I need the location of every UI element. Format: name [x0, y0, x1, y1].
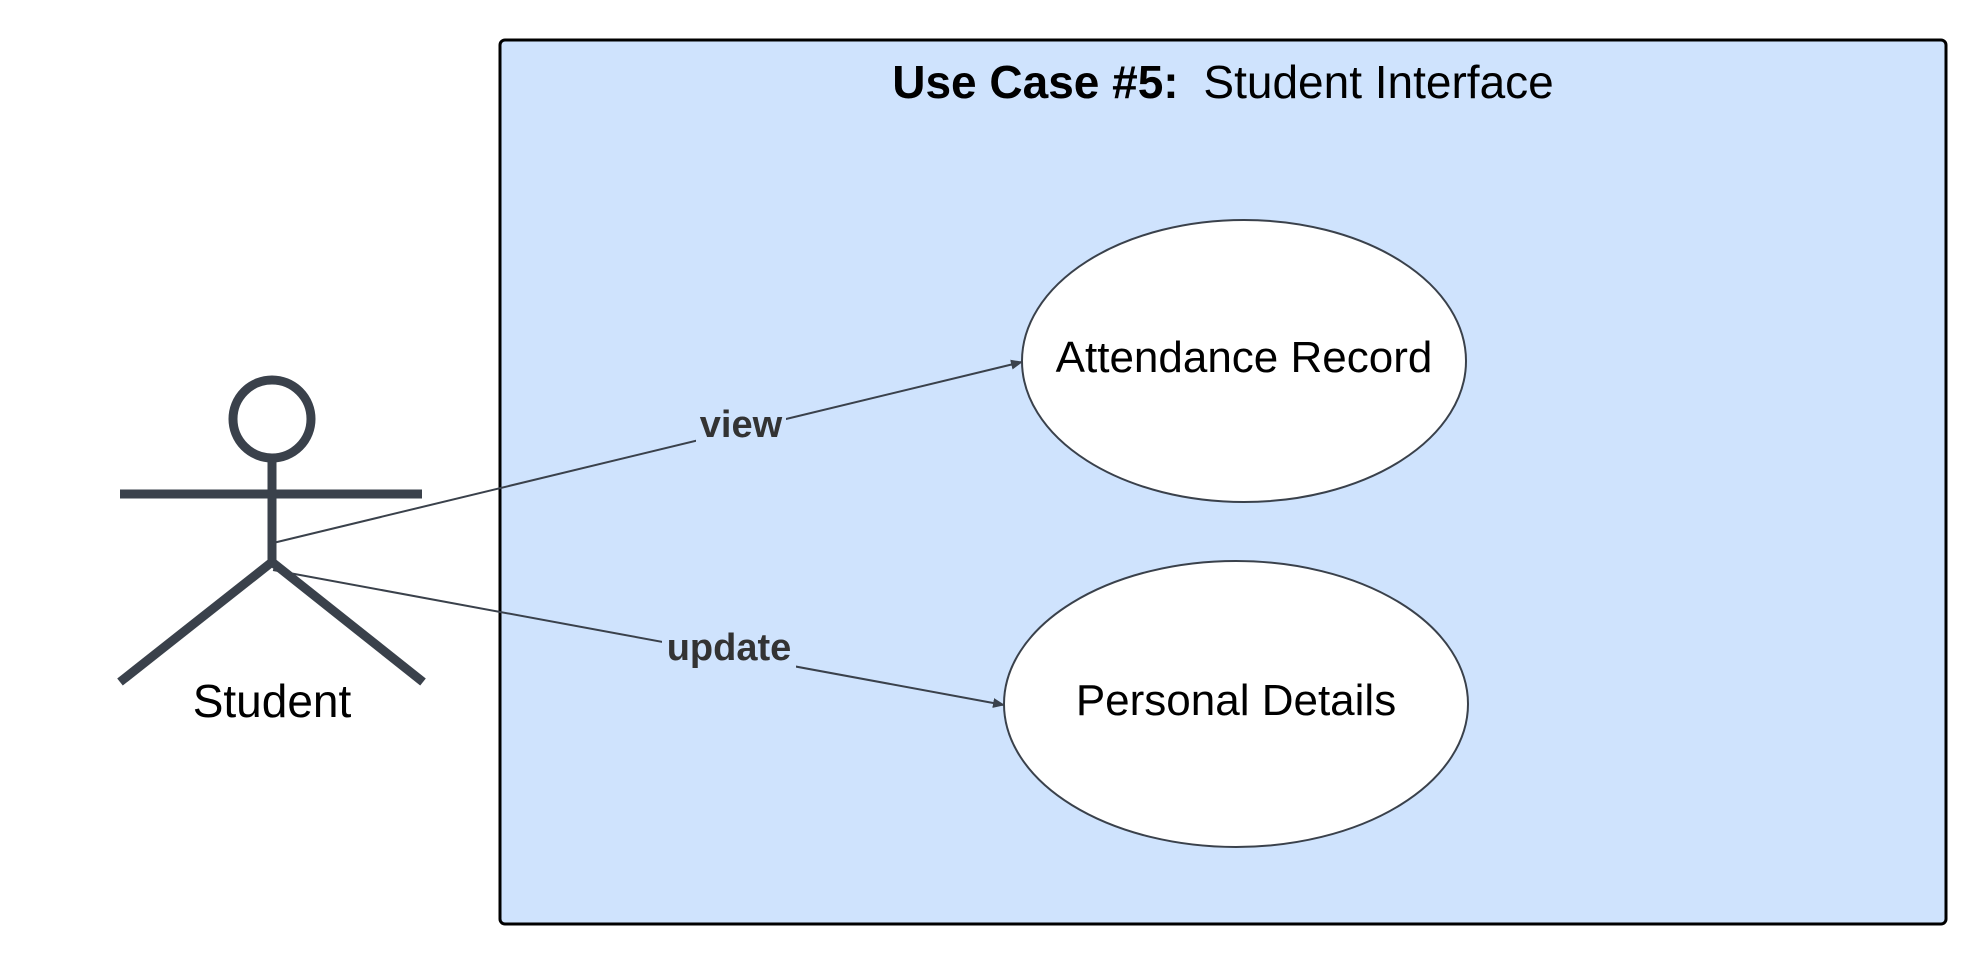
- actor-left-leg: [117, 558, 275, 686]
- actor-label: Student: [193, 675, 352, 727]
- use-case-label: Personal Details: [1076, 676, 1396, 725]
- association-label-view: view: [700, 404, 783, 446]
- association-line-update: [272, 569, 1005, 708]
- system-title-normal: Student Interface: [1203, 56, 1553, 108]
- association-line-view: [272, 359, 1023, 544]
- association-label-update: update: [667, 627, 792, 669]
- system-title: Use Case #5: Student Interface: [892, 56, 1554, 108]
- use-case-personal-details: Personal Details: [1003, 560, 1469, 848]
- system-title-bold: Use Case #5:: [892, 56, 1178, 108]
- association-label-update-bg: [662, 626, 796, 670]
- use-case-label: Attendance Record: [1056, 333, 1433, 382]
- actor-right-leg: [269, 558, 426, 686]
- association-label-view-bg: [696, 403, 786, 447]
- actor-student: Student: [117, 375, 426, 727]
- stick-figure-icon: [117, 375, 426, 686]
- use-case-ellipse: [1021, 219, 1467, 503]
- use-case-ellipse: [1003, 560, 1469, 848]
- actor-head: [228, 375, 316, 463]
- use-case-attendance-record: Attendance Record: [1021, 219, 1467, 503]
